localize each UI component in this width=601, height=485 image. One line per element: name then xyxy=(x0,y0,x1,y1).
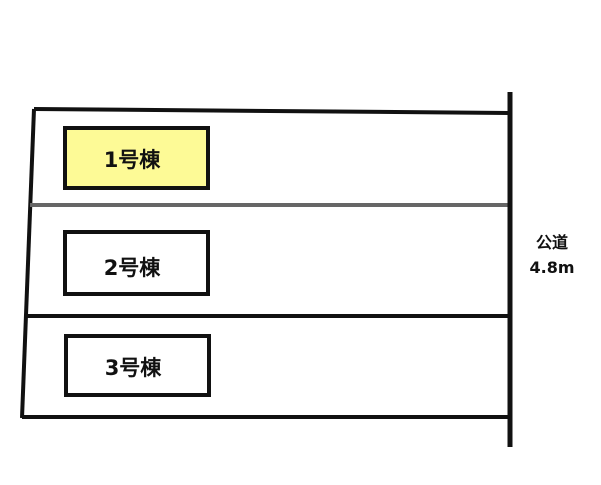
building-1-footprint xyxy=(63,126,210,190)
road-label-width: 4.8m xyxy=(529,258,574,277)
building-3-footprint xyxy=(64,334,211,397)
building-2[interactable]: 2号棟 xyxy=(63,230,210,296)
building-1-label: 1号棟 xyxy=(104,148,162,172)
building-1[interactable]: 1号棟 xyxy=(63,126,210,190)
road-label-name: 公道 xyxy=(536,233,568,252)
road-label: 公道 4.8m xyxy=(529,233,574,277)
building-3[interactable]: 3号棟 xyxy=(64,334,211,397)
lot-top-edge xyxy=(33,107,511,115)
building-2-label: 2号棟 xyxy=(104,256,162,280)
lot-left-edge xyxy=(20,108,36,419)
building-3-label: 3号棟 xyxy=(105,356,163,380)
building-2-footprint xyxy=(63,230,210,296)
lot-outline xyxy=(20,107,511,419)
